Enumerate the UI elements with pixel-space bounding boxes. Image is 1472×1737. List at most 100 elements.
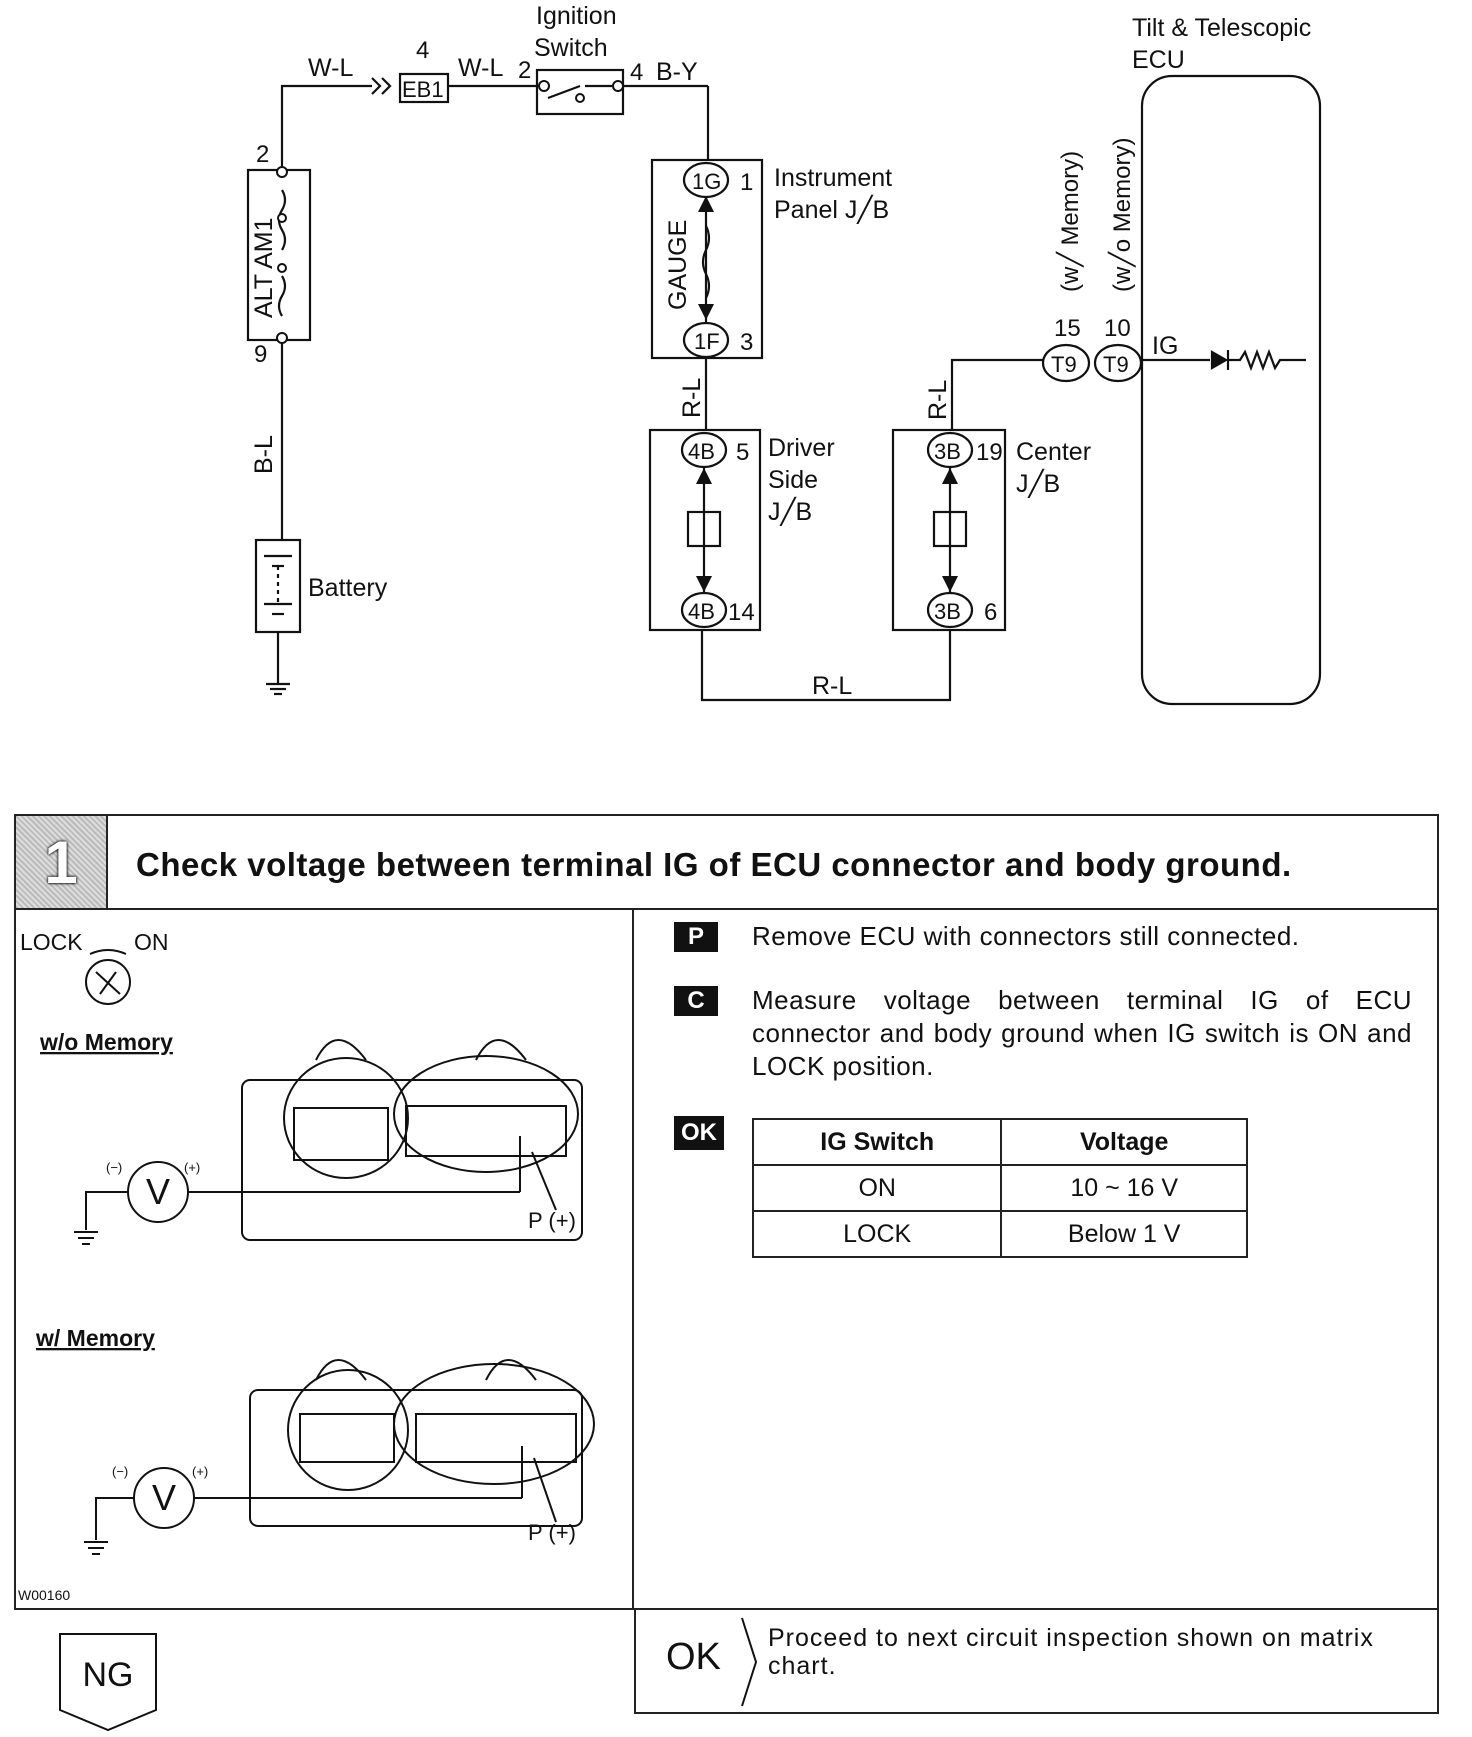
conn-3b-top: 3B (934, 439, 961, 464)
connector-4b-top (680, 431, 728, 469)
instructions-panel: P Remove ECU with connectors still conne… (634, 910, 1439, 1610)
lock-label: LOCK (20, 929, 83, 955)
figure-id: W00160 (18, 1587, 70, 1603)
wire-label-wl-1: W-L (308, 54, 353, 82)
c-text: Measure voltage between terminal IG of E… (752, 985, 1412, 1081)
conn-1g: 1G (692, 169, 721, 194)
wiring-diagram: Ignition Switch Tilt & Telescopic ECU W-… (246, 2, 1322, 706)
ng-label: NG (82, 1656, 134, 1694)
conn-4b-bottom: 4B (688, 599, 715, 624)
step-panel: 1 Check voltage between terminal IG of E… (14, 814, 1439, 1732)
wo-memory-label: w/o Memory (39, 1029, 173, 1055)
conn-t9-b: T9 (1103, 352, 1129, 377)
pin-t9-a: 15 (1054, 315, 1081, 342)
step-number: 1 (16, 816, 108, 908)
ok-result-text: Proceed to next circuit inspection shown… (768, 1624, 1374, 1680)
label-ignition-2: Switch (534, 34, 608, 62)
wire-label-wl-2: W-L (458, 54, 503, 82)
connector-t9-b (1093, 343, 1143, 383)
label-w-memory: (w╱ Memory) (1055, 151, 1084, 292)
label-ecu-1: Tilt & Telescopic (1132, 14, 1311, 42)
table-header: Voltage (1000, 1118, 1248, 1166)
c-badge: C (674, 986, 718, 1016)
wire-label-rl-2: R-L (924, 380, 952, 420)
connector-illustration: LOCK ON w/o Memory w/ Memory P (+) P (+)… (18, 929, 595, 1603)
ok-badge: OK (674, 1116, 724, 1150)
wire-rl-3 (700, 630, 952, 702)
w-memory-label: w/ Memory (35, 1325, 155, 1351)
wire-wl-1 (280, 84, 372, 170)
label-ig: IG (1152, 332, 1178, 360)
neg-label-1: (−) (106, 1160, 122, 1175)
label-wo-memory: (w╱o Memory) (1107, 138, 1136, 292)
p-text: Remove ECU with connectors still connect… (752, 921, 1300, 951)
label-ecu-2: ECU (1132, 46, 1185, 74)
pin-fuse-bottom: 9 (254, 341, 267, 368)
diode-symbol (1210, 350, 1229, 370)
label-ds-1: Driver (768, 434, 835, 462)
resistor-symbol (1228, 348, 1306, 372)
meter-label-1: V (146, 1171, 170, 1212)
ng-indicator: NG (58, 1632, 158, 1737)
step-title: Check voltage between terminal IG of ECU… (136, 846, 1292, 883)
table-cell: LOCK (751, 1210, 1003, 1258)
label-ip-2: Panel J╱B (774, 194, 889, 224)
pin-c-top: 19 (976, 439, 1003, 466)
pin-ip-bottom: 3 (740, 329, 753, 356)
voltage-table: IG Switch Voltage ON 10 ~ 16 V LOCK Belo… (751, 1118, 1248, 1258)
ok-result-label: OK (666, 1636, 721, 1678)
label-ignition-1: Ignition (536, 2, 617, 30)
illustration-panel: LOCK ON w/o Memory w/ Memory P (+) P (+)… (14, 910, 634, 1610)
table-header-row: IG Switch Voltage (751, 1118, 1248, 1166)
connector-1g (682, 161, 730, 199)
conn-4b-top: 4B (688, 439, 715, 464)
conn-t9-a: T9 (1051, 352, 1077, 377)
label-ds-3: J╱B (768, 496, 812, 526)
wire-label-rl-3: R-L (812, 672, 852, 700)
pin-eb1: 4 (416, 37, 429, 64)
ignition-key-icon (85, 959, 131, 1005)
label-center-2: J╱B (1016, 468, 1060, 498)
pin-fuse-top: 2 (256, 141, 269, 168)
connector-3b-bottom (926, 591, 974, 629)
label-center-1: Center (1016, 438, 1091, 466)
conn-1f: 1F (694, 329, 720, 354)
on-label: ON (134, 929, 169, 955)
meter-label-2: V (152, 1477, 176, 1518)
wire-label-by: B-Y (656, 58, 698, 86)
step-header: 1 Check voltage between terminal IG of E… (14, 814, 1439, 910)
connector-t9-a (1041, 343, 1091, 383)
connector-4b-bottom (680, 591, 728, 629)
ng-arrow-shape (59, 1633, 157, 1732)
wire-wl-connector-arrow (371, 77, 382, 95)
table-cell: ON (751, 1164, 1003, 1212)
center-jb-box (891, 428, 1007, 632)
probe-label-1: P (+) (528, 1208, 576, 1233)
ecu-box (1140, 74, 1322, 706)
conn-3b-bottom: 3B (934, 599, 961, 624)
table-cell: 10 ~ 16 V (1000, 1164, 1248, 1212)
connector-1f (682, 321, 730, 359)
pin-sw-out: 4 (630, 59, 643, 86)
wire-rl-2 (950, 358, 1044, 430)
wire-label-bl: B-L (250, 435, 278, 474)
pos-label-2: (+) (192, 1464, 208, 1479)
driver-side-jb-box (648, 428, 762, 632)
label-eb1: EB1 (402, 77, 444, 102)
pin-sw-in: 2 (518, 57, 531, 84)
ok-result-box: OK Proceed to next circuit inspection sh… (634, 1610, 1439, 1714)
label-ip-1: Instrument (774, 164, 892, 192)
pin-c-bottom: 6 (984, 599, 997, 626)
connector-3b-top (926, 431, 974, 469)
pos-label-1: (+) (184, 1160, 200, 1175)
probe-label-2: P (+) (528, 1520, 576, 1545)
pin-ds-bottom: 14 (728, 599, 755, 626)
p-badge: P (674, 922, 718, 952)
neg-label-2: (−) (112, 1464, 128, 1479)
label-gauge: GAUGE (664, 220, 692, 310)
label-ds-2: Side (768, 466, 818, 494)
eb1-box (398, 72, 450, 104)
label-fuse: ALT AM1 (250, 217, 278, 318)
table-row: ON 10 ~ 16 V (751, 1164, 1248, 1212)
wire-label-rl-1: R-L (678, 378, 706, 418)
